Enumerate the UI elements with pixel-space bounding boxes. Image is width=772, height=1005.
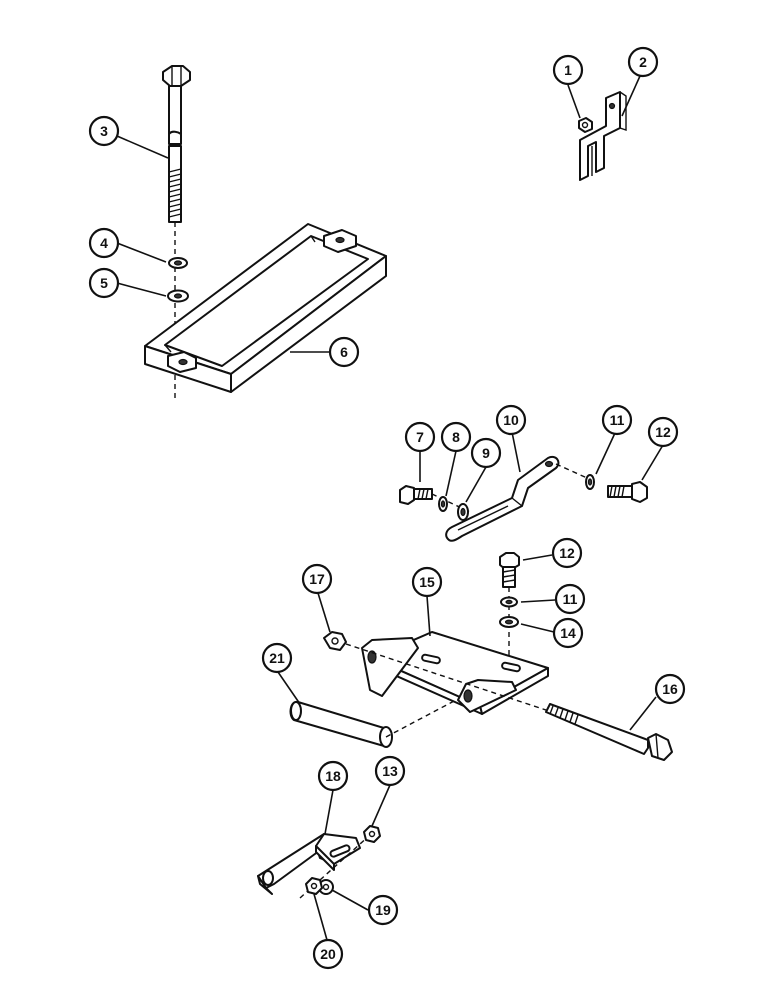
callout-19-label: 19 <box>375 902 391 918</box>
washer-part-9 <box>457 503 469 521</box>
callout-16: 16 <box>654 673 686 705</box>
callout-5: 5 <box>88 267 120 299</box>
callout-9: 9 <box>470 437 502 469</box>
adjusting-strap-part-10 <box>445 456 560 542</box>
nut-part-13 <box>363 825 381 843</box>
mounting-plate-part-15 <box>361 631 549 715</box>
bolt-part-7 <box>399 485 433 505</box>
angle-bracket-part-18 <box>257 833 361 895</box>
callout-20: 20 <box>312 938 344 970</box>
callout-6-label: 6 <box>340 344 348 360</box>
long-bolt-part-3 <box>162 65 191 223</box>
leader-lines <box>116 75 664 941</box>
lock-washer-part-11b <box>500 596 518 608</box>
callout-11a-label: 11 <box>610 412 625 428</box>
lock-washer-part-4 <box>168 257 188 269</box>
callout-18-label: 18 <box>325 768 341 784</box>
lock-washer-part-8 <box>438 496 448 512</box>
callout-16-label: 16 <box>662 681 678 697</box>
callout-4-label: 4 <box>100 235 108 251</box>
callout-7: 7 <box>404 421 436 453</box>
callout-14-label: 14 <box>560 625 576 641</box>
callout-18: 18 <box>317 760 349 792</box>
axis-line-7-9 <box>431 493 471 513</box>
spacer-tube-part-21 <box>289 700 393 748</box>
callout-12b: 12 <box>551 537 583 569</box>
axis-line-17-16 <box>345 643 553 713</box>
bracket-part-2 <box>579 91 627 181</box>
callout-21: 21 <box>261 642 293 674</box>
battery-tray-part-6 <box>144 223 387 393</box>
callout-17: 17 <box>301 563 333 595</box>
lock-washer-part-11a <box>585 474 595 490</box>
bolt-part-12b <box>499 552 520 588</box>
callout-3-label: 3 <box>100 123 108 139</box>
callout-8-label: 8 <box>452 429 460 445</box>
callout-12a-label: 12 <box>655 424 671 440</box>
callout-8: 8 <box>440 421 472 453</box>
callout-5-label: 5 <box>100 275 108 291</box>
callout-2: 2 <box>627 46 659 78</box>
flat-washer-part-14 <box>499 616 519 628</box>
callout-15-label: 15 <box>419 574 435 590</box>
callout-13-label: 13 <box>382 763 398 779</box>
callout-6: 6 <box>328 336 360 368</box>
callout-17-label: 17 <box>309 571 325 587</box>
callout-3: 3 <box>88 115 120 147</box>
callout-9-label: 9 <box>482 445 490 461</box>
nut-part-1 <box>578 117 593 133</box>
callout-19: 19 <box>367 894 399 926</box>
bolt-part-12a <box>607 481 648 503</box>
callout-10-label: 10 <box>503 412 519 428</box>
callout-10: 10 <box>495 404 527 436</box>
callout-4: 4 <box>88 227 120 259</box>
callout-11b-label: 11 <box>563 591 578 607</box>
callout-1: 1 <box>552 54 584 86</box>
nut-part-20 <box>305 877 323 895</box>
callout-11b: 11 <box>554 583 586 615</box>
callout-12b-label: 12 <box>559 545 575 561</box>
flat-washer-part-5 <box>167 289 189 303</box>
nut-part-17 <box>323 631 347 651</box>
callout-7-label: 7 <box>416 429 424 445</box>
callout-2-label: 2 <box>639 54 647 70</box>
callout-13: 13 <box>374 755 406 787</box>
long-bolt-part-16 <box>545 703 673 761</box>
callout-14: 14 <box>552 617 584 649</box>
callout-11a: 11 <box>601 404 633 436</box>
callout-21-label: 21 <box>269 650 285 666</box>
callout-15: 15 <box>411 566 443 598</box>
callout-1-label: 1 <box>564 62 572 78</box>
callout-12a: 12 <box>647 416 679 448</box>
axis-line-21 <box>385 699 457 738</box>
callout-20-label: 20 <box>320 946 336 962</box>
